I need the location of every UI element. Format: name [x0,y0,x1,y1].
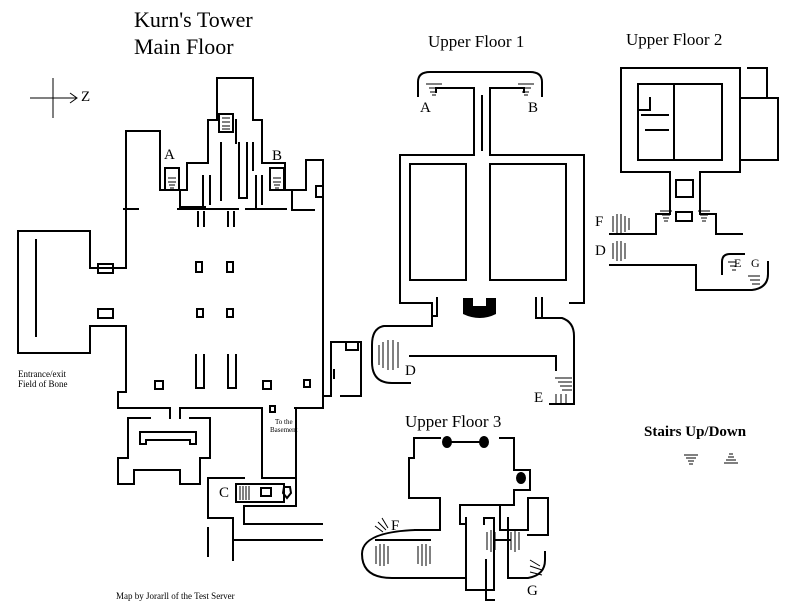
marker-b-main: B [272,148,283,164]
stairs-f-floor2 [612,214,630,234]
marker-g-floor2: G [751,256,760,270]
marker-e-floor2: E [734,256,742,270]
stairs-floor3-center [486,530,520,552]
marker-e-floor1: E [534,390,544,406]
entrance-label: Entrance/exit Field of Bone [18,369,68,389]
upper-floor-1-title: Upper Floor 1 [428,32,525,51]
stairs-a-main [164,167,180,191]
stairs-e-floor1 [555,377,572,404]
marker-d-floor1: D [405,363,416,379]
compass-icon [30,78,78,118]
basement-label: To the Basement [270,418,298,434]
marker-a-floor1: A [420,100,431,116]
marker-f-floor2: F [595,214,604,230]
marker-a-main: A [164,147,175,163]
main-floor-map [17,77,362,561]
stairs-down-icon [684,454,698,465]
marker-f-floor3: F [391,518,400,534]
marker-d-floor2: D [595,243,606,259]
stairs-d-floor1 [378,340,399,370]
stairs-f-floor3 [374,517,431,566]
stairs-a-floor1 [426,83,442,96]
upper-floor-3-title: Upper Floor 3 [405,412,502,431]
upper-floor-1-map [371,71,585,405]
stairs-b-floor1 [518,83,534,96]
stairs-floor2-center [660,210,710,222]
stairs-eg-floor2 [728,261,760,285]
stairs-g-floor3 [529,559,543,576]
marker-b-floor1: B [528,100,539,116]
stairs-d-floor2 [612,241,626,261]
stairs-up-icon [724,453,738,464]
compass-label: Z [81,89,91,105]
map-credit: Map by Jorarll of the Test Server [116,591,235,601]
legend-title: Stairs Up/Down [644,424,747,440]
main-floor-title: Kurn's Tower [134,7,253,32]
marker-c-main: C [219,485,230,501]
marker-g-floor3: G [527,583,538,599]
main-floor-subtitle: Main Floor [134,34,234,59]
stairs-b-main [269,167,285,191]
upper-floor-2-title: Upper Floor 2 [626,30,723,49]
upper-floor-3-map [360,436,549,601]
upper-floor-2-map [609,67,779,291]
